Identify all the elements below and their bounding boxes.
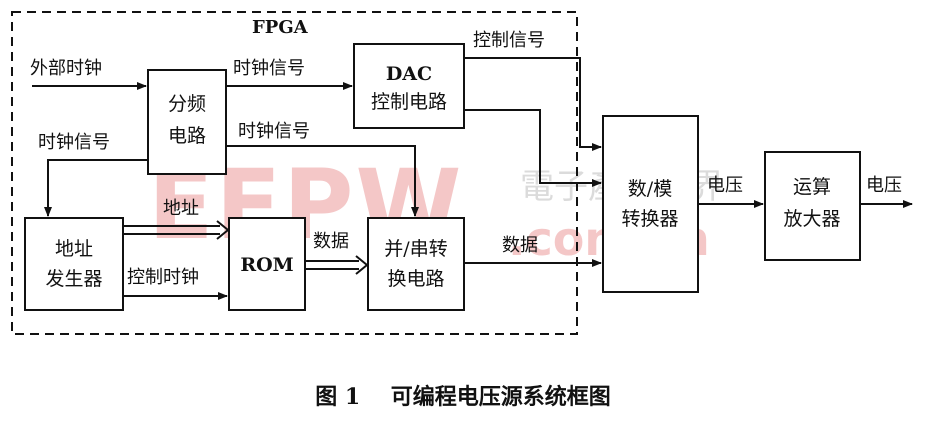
dac-ctrl-signal-line [464, 57, 602, 151]
clock-signal-dac-label: 时钟信号 [233, 58, 305, 79]
fpga-label: FPGA [252, 17, 309, 38]
da-label-1: 数/模 [628, 178, 672, 200]
control-clock-label: 控制时钟 [127, 267, 199, 288]
rom-block [228, 217, 306, 311]
data-bus-arrowhead [355, 255, 369, 275]
address-bus-arrowhead [216, 220, 230, 240]
data-rom-label: 数据 [313, 231, 349, 252]
divider-to-ps-line [226, 145, 419, 217]
dac-control-block [353, 43, 465, 129]
dac-label-2: 控制电路 [371, 91, 447, 113]
amp-label-2: 放大器 [783, 208, 840, 230]
parallel-serial-block [367, 217, 465, 311]
addr-gen-label-2: 发生器 [45, 268, 102, 290]
ps-label-1: 并/串转 [384, 238, 447, 260]
address-label: 地址 [163, 198, 199, 219]
control-signal-label: 控制信号 [473, 30, 545, 51]
amp-label-1: 运算 [793, 176, 831, 198]
divider-block [147, 69, 227, 175]
dac-to-converter-line [464, 109, 602, 187]
clock-signal-addr-label: 时钟信号 [38, 132, 110, 153]
divider-to-addr-line [44, 159, 148, 217]
ext-clock-label: 外部时钟 [30, 58, 102, 79]
da-converter-block [602, 115, 699, 293]
addr-gen-label-1: 地址 [55, 238, 93, 260]
figure-caption: 图 1 可编程电压源系统框图 [315, 384, 611, 410]
fpga-boundary [11, 11, 578, 335]
da-label-2: 转换器 [621, 208, 678, 230]
dac-label-1: DAC [386, 63, 432, 85]
voltage-out-label: 电压 [866, 175, 902, 196]
clock-signal-ps-label: 时钟信号 [238, 121, 310, 142]
data-out-label: 数据 [502, 235, 538, 256]
op-amp-block [764, 151, 861, 261]
rom-label: ROM [240, 254, 293, 276]
voltage-mid-label: 电压 [707, 175, 743, 196]
divider-label-1: 分频 [168, 93, 206, 115]
ps-label-2: 换电路 [387, 268, 444, 290]
address-generator-block [24, 217, 124, 311]
divider-label-2: 电路 [168, 125, 206, 147]
